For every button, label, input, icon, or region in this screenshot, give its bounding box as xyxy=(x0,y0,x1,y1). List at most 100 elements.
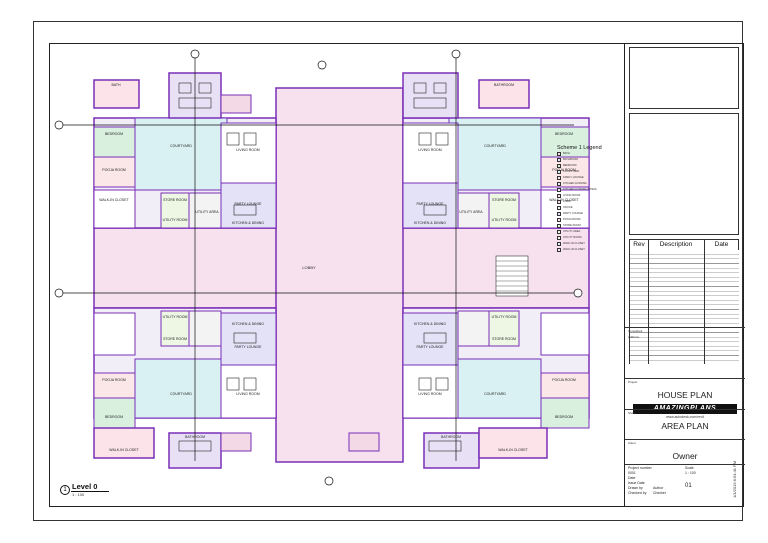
title-block: Rev Description Date Consultant Address … xyxy=(624,43,745,507)
project-number-label: Project number xyxy=(628,466,652,470)
legend-item: BATHROOM xyxy=(557,157,617,163)
legend-item: PARTY LOUNGE xyxy=(557,211,617,217)
legend-swatch xyxy=(557,152,561,156)
checked-by: Checker xyxy=(653,491,667,495)
legend-label: LIVING ROOM xyxy=(563,194,581,197)
label-walkin-bl: WALK-IN CLOSET xyxy=(109,448,139,452)
tb-notes-box xyxy=(629,113,739,235)
legend-label: OFFICE xyxy=(563,206,573,209)
legend-swatch xyxy=(557,164,561,168)
view-title-underline xyxy=(71,491,109,492)
label-utility-tl: UTILITY ROOM xyxy=(163,218,188,222)
client-label: Client xyxy=(628,441,636,445)
legend-label: BEDROOM xyxy=(563,164,577,167)
legend-label: UTILITY ROOM xyxy=(563,236,582,239)
legend-label: WALK-IN CLOSET xyxy=(563,248,585,251)
date-col-divider xyxy=(704,240,705,364)
legend-label: UTILITY AREA xyxy=(563,230,581,233)
label-utility-area-tl: UTILITY AREA xyxy=(195,210,219,214)
legend-label: BATH xyxy=(563,152,570,155)
date-label: Date xyxy=(628,476,636,480)
label-party-br: PARTY LOUNGE xyxy=(416,345,444,349)
grid-lines xyxy=(63,58,574,461)
legend-item: STORE ROOM xyxy=(557,223,617,229)
legend-item: WALK-IN CLOSET xyxy=(557,247,617,253)
legend-label: PARTY LOUNGE xyxy=(563,212,584,215)
project-number: 0001 xyxy=(628,471,636,475)
room-labels: LOBBY COURTYARD COURTYARD COURTYARD COUR… xyxy=(99,83,579,452)
legend-label: BATHROOM xyxy=(563,158,578,161)
label-living-br: LIVING ROOM xyxy=(418,392,441,396)
label-party-tl: PARTY LOUNGE xyxy=(234,202,262,206)
owner-name: Owner xyxy=(672,451,698,461)
scale-label: Scale xyxy=(685,466,694,470)
project-label: Project xyxy=(628,380,638,384)
legend-item: POOJA ROOM xyxy=(557,217,617,223)
legend-swatch xyxy=(557,182,561,186)
drawn-by: Author xyxy=(653,486,664,490)
revision-rows xyxy=(630,250,739,364)
label-living-tr: LIVING ROOM xyxy=(418,148,441,152)
quadrant-bottom-left xyxy=(93,307,277,469)
legend-label: WALK-IN CLOSET xyxy=(563,242,585,245)
grid-bubbles xyxy=(54,49,583,486)
label-store-br: STORE ROOM xyxy=(492,337,516,341)
label-utility-br: UTILITY ROOM xyxy=(492,315,517,319)
quadrant-bottom-right xyxy=(348,307,590,469)
label-pooja-tr: POOJA ROOM xyxy=(552,168,576,172)
drawn-by-label: Drawn by xyxy=(628,486,643,490)
legend-swatch xyxy=(557,248,561,252)
label-bedroom-br: BEDROOM xyxy=(555,415,573,419)
legend-label: COURTYARD xyxy=(563,170,580,173)
legend-swatch xyxy=(557,170,561,174)
quadrant-top-right xyxy=(402,72,590,229)
legend-item: WALK-IN CLOSET xyxy=(557,241,617,247)
legend-label: STORE ROOM xyxy=(563,224,581,227)
label-bathroom-tr: BATHROOM xyxy=(494,83,514,87)
label-courtyard-bl: COURTYARD xyxy=(170,392,192,396)
legend-item: BATH xyxy=(557,151,617,157)
date-header: Date xyxy=(714,241,729,248)
legend-item: FAMILY LOUNGE xyxy=(557,175,617,181)
label-kitchen-tl: KITCHEN & DINING xyxy=(232,221,264,225)
legend-swatch xyxy=(557,242,561,246)
label-pooja-tl: POOJA ROOM xyxy=(102,168,126,172)
legend-title: Scheme 1 Legend xyxy=(557,145,602,151)
staircase xyxy=(495,255,529,297)
legend-item: OFFICE xyxy=(557,205,617,211)
floor-plan: LOBBY COURTYARD COURTYARD COURTYARD COUR… xyxy=(54,49,590,486)
label-kitchen-bl: KITCHEN & DINING xyxy=(232,322,264,326)
company-url: www.autodesk.com/revit xyxy=(666,415,704,419)
legend-label: FAMILY LOUNGE xyxy=(563,176,584,179)
label-kitchen-br: KITCHEN & DINING xyxy=(414,322,446,326)
legend-swatch xyxy=(557,230,561,234)
legend-swatch xyxy=(557,200,561,204)
label-store-bl: STORE ROOM xyxy=(163,337,187,341)
legend-swatch xyxy=(557,218,561,222)
label-pooja-br: POOJA ROOM xyxy=(552,378,576,382)
rev-col-divider xyxy=(648,240,649,364)
legend-items: BATH BATHROOM BEDROOM COURTYARD FAMILY LOUNG… xyxy=(557,151,617,253)
label-bathroom-bl: BATHROOM xyxy=(185,435,205,439)
label-pooja-bl: POOJA ROOM xyxy=(102,378,126,382)
label-utility-area-tr: UTILITY AREA xyxy=(459,210,483,214)
legend-item: KITCHEN & DINING xyxy=(557,181,617,187)
legend-label: KITCHEN & DINING (OPEN) xyxy=(563,188,597,191)
label-walkin-tl: WALK-IN CLOSET xyxy=(99,198,129,202)
legend-swatch xyxy=(557,212,561,216)
label-courtyard-tl: COURTYARD xyxy=(170,144,192,148)
legend-swatch xyxy=(557,188,561,192)
legend-item: KITCHEN & DINING (OPEN) xyxy=(557,187,617,193)
label-store-tr: STORE ROOM xyxy=(492,198,516,202)
label-courtyard-br: COURTYARD xyxy=(484,392,506,396)
label-bedroom-tl: BEDROOM xyxy=(105,132,123,136)
label-utility-bl: UTILITY ROOM xyxy=(163,315,188,319)
legend-label: POOJA ROOM xyxy=(563,218,581,221)
consultant-address: Address xyxy=(628,335,640,339)
legend-swatch xyxy=(557,224,561,228)
sheet-label: Sheet xyxy=(628,411,636,415)
view-name: Level 0 xyxy=(72,482,98,491)
label-party-bl: PARTY LOUNGE xyxy=(234,345,262,349)
label-bedroom-tr: BEDROOM xyxy=(555,132,573,136)
legend-label: KITCHEN & DINING xyxy=(563,182,587,185)
